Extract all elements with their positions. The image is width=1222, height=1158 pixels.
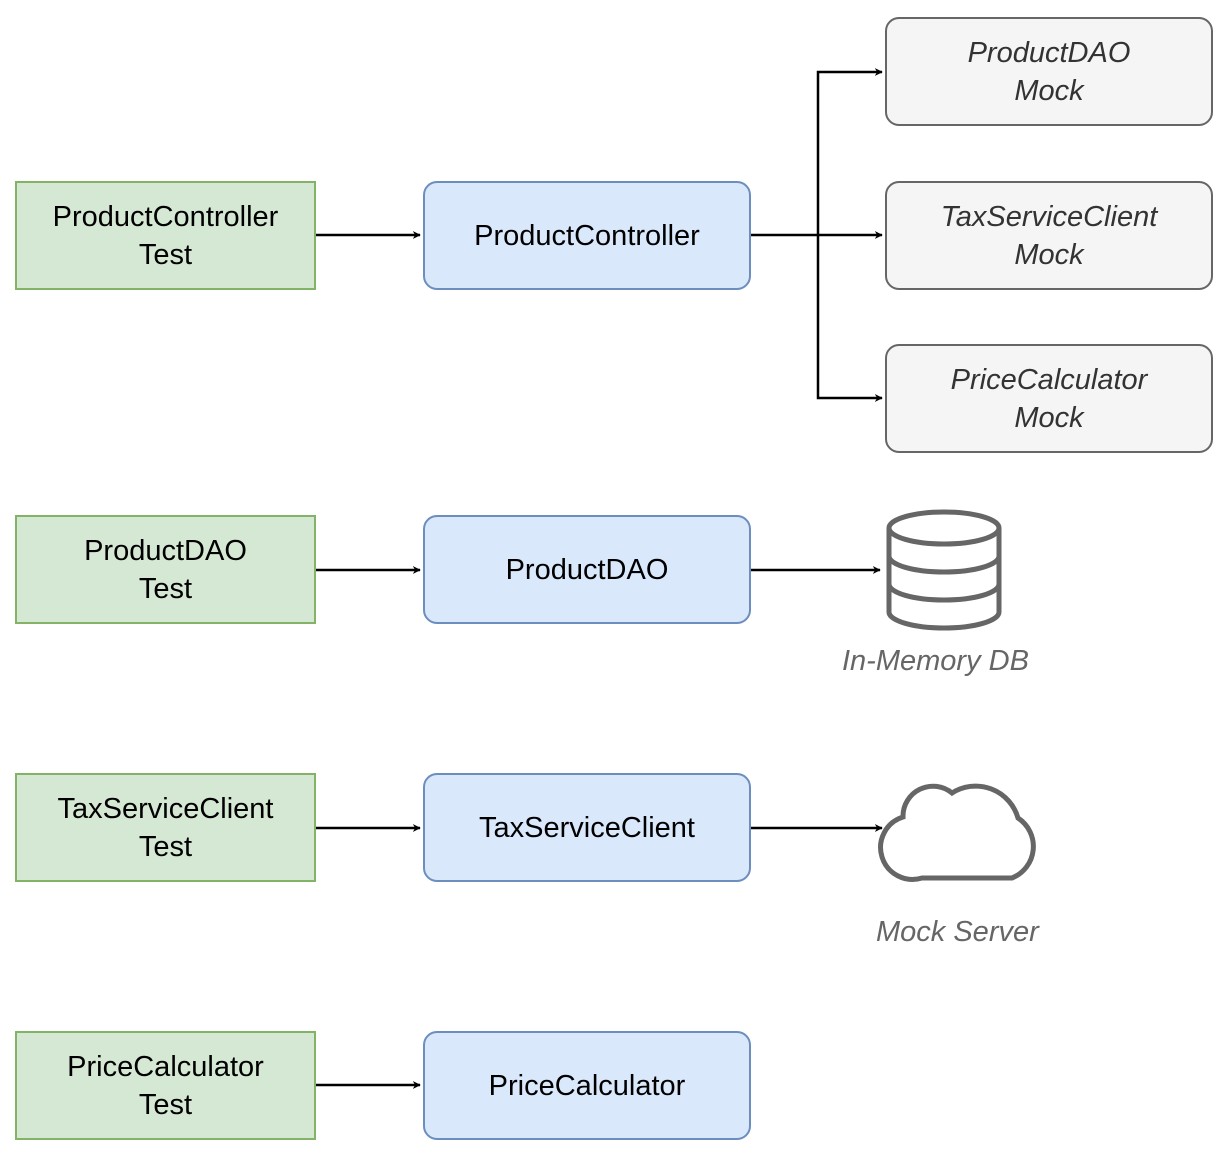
test-box-productdao: ProductDAO Test bbox=[15, 515, 316, 624]
edge-to-pricecalculator-mock bbox=[816, 235, 883, 402]
edge-to-productdao-mock bbox=[816, 68, 883, 235]
database-icon bbox=[886, 509, 1002, 631]
mock-box-label: Mock bbox=[1014, 74, 1084, 107]
component-box-taxserviceclient: TaxServiceClient bbox=[423, 773, 751, 882]
mock-box-label: Mock bbox=[1014, 238, 1084, 271]
test-box-label: Test bbox=[138, 830, 193, 863]
test-box-taxserviceclient: TaxServiceClient Test bbox=[15, 773, 316, 882]
component-box-pricecalculator: PriceCalculator bbox=[423, 1031, 751, 1140]
cloud-icon bbox=[878, 783, 1036, 882]
test-box-label: ProductDAO bbox=[84, 534, 247, 567]
mock-box-label: Mock bbox=[1014, 401, 1084, 434]
database-caption: In-Memory DB bbox=[842, 645, 1029, 677]
mock-box-pricecalculator: PriceCalculator Mock bbox=[885, 344, 1213, 453]
component-box-label: PriceCalculator bbox=[488, 1069, 686, 1102]
test-box-label: TaxServiceClient bbox=[57, 792, 274, 825]
component-box-label: TaxServiceClient bbox=[479, 811, 695, 844]
mock-box-label: TaxServiceClient bbox=[940, 200, 1158, 233]
component-box-productcontroller: ProductController bbox=[423, 181, 751, 290]
test-box-label: Test bbox=[138, 1088, 193, 1121]
mock-box-label: ProductDAO bbox=[967, 36, 1131, 69]
test-box-label: ProductController bbox=[52, 200, 279, 233]
test-box-label: PriceCalculator bbox=[67, 1050, 264, 1083]
component-box-label: ProductController bbox=[474, 219, 700, 252]
mock-box-label: PriceCalculator bbox=[950, 363, 1148, 396]
mock-box-productdao: ProductDAO Mock bbox=[885, 17, 1213, 126]
test-box-label: Test bbox=[138, 238, 193, 271]
test-box-label: Test bbox=[138, 572, 193, 605]
test-box-productcontroller: ProductController Test bbox=[15, 181, 316, 290]
component-box-productdao: ProductDAO bbox=[423, 515, 751, 624]
mock-box-taxserviceclient: TaxServiceClient Mock bbox=[885, 181, 1213, 290]
component-box-label: ProductDAO bbox=[505, 553, 669, 586]
server-caption: Mock Server bbox=[876, 916, 1039, 948]
test-box-pricecalculator: PriceCalculator Test bbox=[15, 1031, 316, 1140]
